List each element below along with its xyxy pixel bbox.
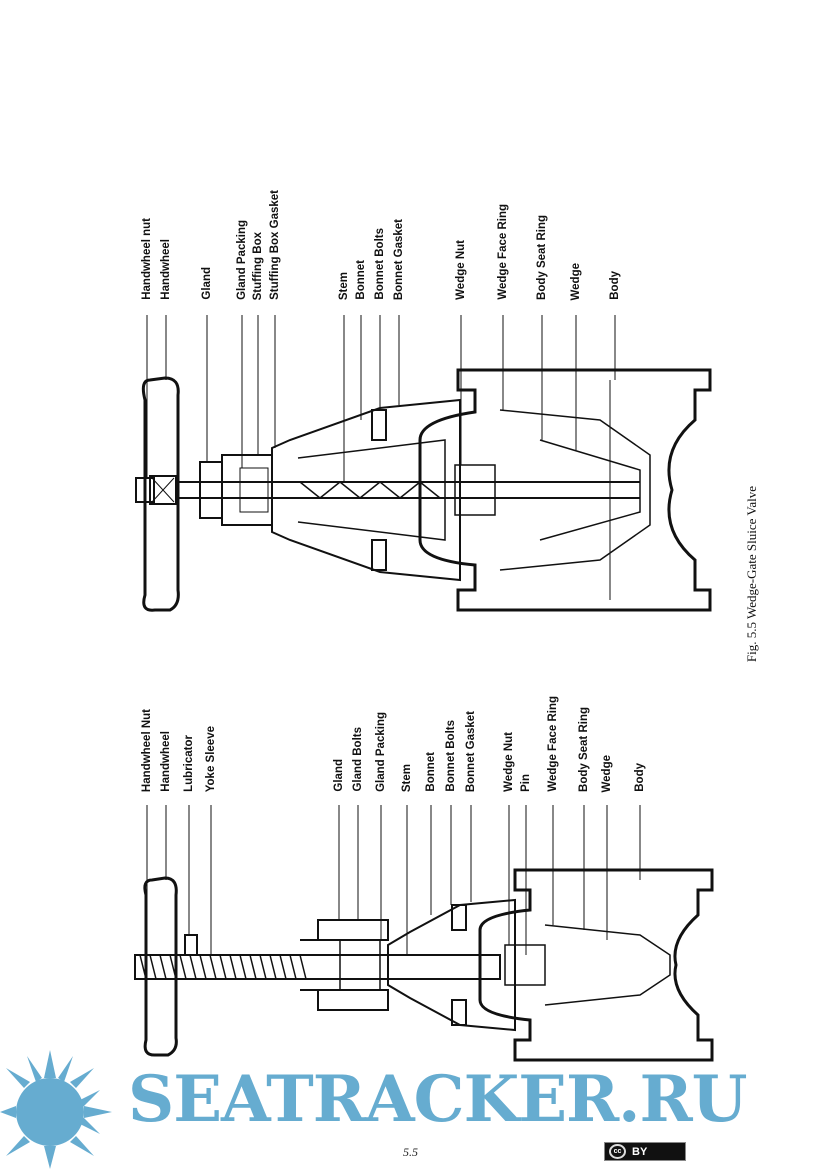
cc-by-license-badge[interactable]: cc BY (604, 1142, 686, 1161)
label-stuffing-box-gasket: Stuffing Box Gasket (269, 190, 281, 300)
label-handwheel-nut: Handwheel nut (141, 218, 153, 300)
label-yoke-sleeve: Yoke Sleeve (205, 725, 217, 792)
label-gland-packing: Gland Packing (236, 220, 248, 300)
label-gland-packing: Gland Packing (375, 712, 387, 792)
label-handwheel-nut: Handwheel Nut (141, 708, 153, 792)
label-wedge-nut: Wedge Nut (455, 240, 467, 300)
label-gland-bolts: Gland Bolts (352, 727, 364, 792)
label-body: Body (609, 271, 621, 300)
label-bonnet-bolts: Bonnet Bolts (374, 228, 386, 300)
label-bonnet: Bonnet (425, 752, 437, 792)
label-wedge-nut: Wedge Nut (503, 732, 515, 792)
label-body: Body (634, 763, 646, 792)
label-handwheel: Handwheel (160, 731, 172, 792)
watermark-text: SEATRACKER.RU (128, 1062, 747, 1137)
label-body-seat-ring: Body Seat Ring (536, 215, 548, 300)
label-stem: Stem (401, 763, 413, 792)
label-gland: Gland (201, 267, 213, 300)
label-lubricator: Lubricator (183, 735, 195, 792)
label-body-seat-ring: Body Seat Ring (578, 707, 590, 792)
label-bonnet-gasket: Bonnet Gasket (393, 218, 405, 300)
label-wedge-face-ring: Wedge Face Ring (497, 204, 509, 300)
label-wedge-face-ring: Wedge Face Ring (547, 696, 559, 792)
label-bonnet: Bonnet (355, 260, 367, 300)
label-bonnet-bolts: Bonnet Bolts (445, 720, 457, 792)
label-wedge: Wedge (570, 262, 582, 301)
license-by-label: BY (632, 1145, 648, 1158)
page-number: 5.5 (403, 1145, 418, 1159)
creative-commons-icon: cc (609, 1144, 626, 1159)
label-bonnet-gasket: Bonnet Gasket (465, 710, 477, 792)
label-stem: Stem (338, 271, 350, 300)
label-handwheel: Handwheel (160, 239, 172, 300)
bottom-valve-drawing (134, 805, 714, 1062)
label-wedge: Wedge (601, 754, 613, 793)
sun-logo-icon (0, 1050, 112, 1169)
top-valve-drawing (135, 315, 712, 612)
label-pin: Pin (520, 774, 532, 792)
label-stuffing-box: Stuffing Box (252, 231, 264, 300)
label-gland: Gland (333, 759, 345, 792)
figure-caption: Fig. 5.5 Wedge-Gate Sluice Valve (744, 486, 759, 663)
